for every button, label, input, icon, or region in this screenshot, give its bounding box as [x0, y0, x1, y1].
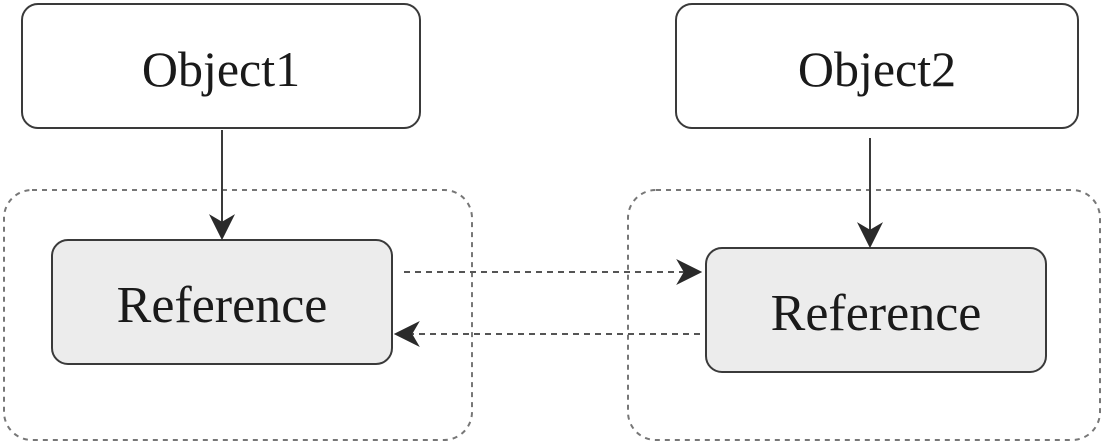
object2-node: Object2: [675, 3, 1079, 129]
right-reference-label: Reference: [771, 285, 982, 342]
object2-label: Object2: [798, 41, 956, 97]
left-reference-label: Reference: [117, 277, 328, 334]
left-reference-node: Reference: [51, 239, 393, 365]
right-group-container: [627, 189, 1101, 441]
object1-label: Object1: [142, 41, 300, 97]
right-reference-node: Reference: [705, 247, 1047, 373]
object1-node: Object1: [21, 3, 421, 129]
left-group-container: [3, 189, 473, 441]
